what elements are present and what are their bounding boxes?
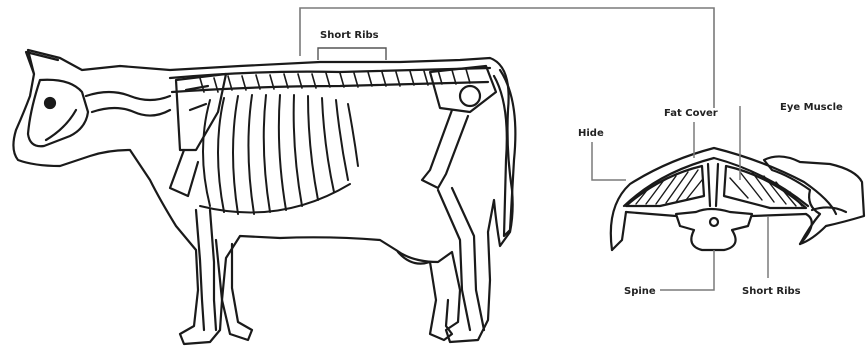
- cow-hind-leg-bones: [438, 188, 484, 330]
- label-fat-cover: Fat Cover: [664, 108, 718, 119]
- leader-hide: [592, 142, 626, 180]
- cow-neck-vertebrae: [86, 92, 170, 116]
- label-eye-muscle: Eye Muscle: [780, 102, 843, 113]
- label-spine: Spine: [624, 286, 656, 297]
- leader-spine: [660, 250, 714, 290]
- cow-front-leg-bones: [196, 210, 216, 330]
- cow-eye-socket: [45, 98, 55, 108]
- cow-hind-leg-far: [430, 262, 452, 340]
- label-short-ribs-cross: Short Ribs: [742, 286, 801, 297]
- cow-rib-cage: [200, 95, 358, 214]
- cross-section-eye-muscle-right: [724, 166, 806, 208]
- cow-humerus: [170, 150, 198, 196]
- connector-line: [300, 8, 714, 108]
- cross-section-illustration: [611, 148, 864, 250]
- cow-body-outline: [13, 50, 512, 344]
- label-short-ribs-top: Short Ribs: [320, 30, 379, 41]
- cross-section-vertebra: [676, 209, 752, 250]
- cow-tail: [494, 70, 515, 236]
- cross-section-eye-muscle-left: [626, 166, 704, 206]
- cross-section-spinous-process: [708, 164, 718, 206]
- cross-section-short-ribs: [626, 212, 806, 216]
- label-hide: Hide: [578, 128, 604, 139]
- cow-skeleton-illustration: [13, 50, 515, 344]
- cow-femur: [422, 110, 468, 188]
- cow-skull: [28, 80, 88, 147]
- cross-section-hide: [611, 148, 836, 250]
- short-ribs-bracket: [318, 48, 386, 60]
